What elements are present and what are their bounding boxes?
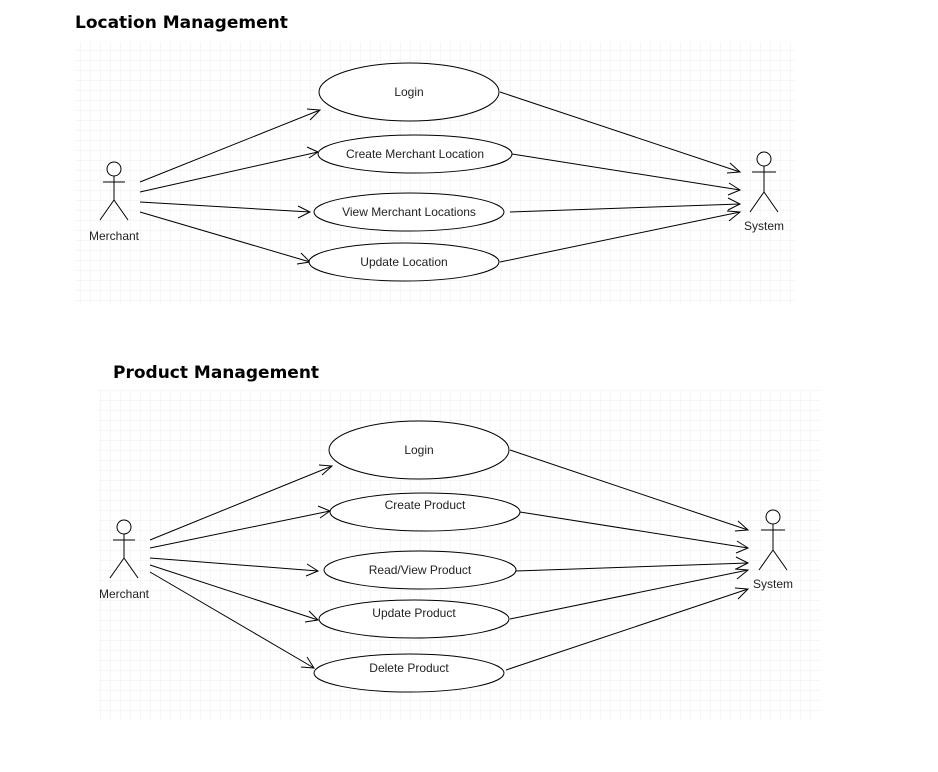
arrowhead — [306, 108, 322, 121]
association-delete-product-system — [505, 588, 749, 671]
association-view-locations-system — [509, 203, 741, 213]
use-case-login — [318, 62, 500, 122]
association-merchant-create-product — [149, 510, 331, 549]
arrowhead — [727, 182, 742, 196]
location-management-diagram: Login Create Merchant Location View Merc… — [75, 42, 795, 304]
arrowhead — [734, 587, 750, 600]
association-merchant-update-location — [139, 211, 311, 263]
arrowhead — [318, 464, 334, 476]
association-merchant-login — [149, 465, 333, 541]
association-merchant-update-product — [149, 564, 319, 621]
system-actor-label: System — [744, 219, 784, 233]
association-login-system — [499, 91, 741, 173]
merchant-actor-label: Merchant — [89, 229, 140, 243]
arrowhead — [735, 556, 750, 570]
association-read-product-system — [515, 562, 749, 572]
system-actor-label: System — [753, 577, 793, 591]
use-case-label: Create Merchant Location — [346, 147, 484, 161]
merchant-actor-label: Merchant — [99, 587, 150, 601]
use-case-read-view-product — [323, 550, 517, 590]
use-case-delete-product — [313, 653, 505, 693]
use-case-update-location — [308, 242, 500, 282]
association-merchant-read-product — [149, 557, 319, 572]
use-case-label: Delete Product — [369, 661, 449, 675]
association-merchant-create-location — [139, 151, 319, 193]
arrowhead — [726, 210, 742, 222]
product-management-diagram: Login Create Product Read/View Product U… — [98, 390, 820, 720]
use-case-label: View Merchant Locations — [342, 205, 476, 219]
merchant-actor-icon — [109, 519, 139, 579]
product-management-title: Product Management — [113, 363, 320, 383]
arrowhead — [734, 520, 750, 532]
use-case-label: Read/View Product — [369, 563, 472, 577]
use-case-label: Login — [394, 85, 423, 99]
arrowhead — [726, 162, 742, 174]
arrowhead — [297, 205, 312, 219]
association-create-product-system — [519, 511, 749, 549]
association-create-location-system — [511, 153, 741, 191]
system-actor-icon — [758, 509, 788, 571]
use-case-login — [328, 420, 510, 480]
use-case-label: Create Product — [385, 498, 466, 512]
arrowhead — [735, 540, 750, 554]
arrowhead — [734, 568, 750, 580]
association-update-location-system — [499, 211, 741, 263]
arrowhead — [300, 656, 315, 669]
arrowhead — [727, 197, 742, 211]
system-actor-icon — [749, 151, 779, 213]
association-update-product-system — [509, 569, 749, 620]
merchant-actor-icon — [99, 161, 129, 221]
association-merchant-view-locations — [139, 201, 311, 213]
use-case-view-merchant-locations — [313, 192, 505, 232]
association-login-system — [509, 449, 749, 531]
location-management-title: Location Management — [75, 13, 288, 33]
use-case-create-merchant-location — [317, 134, 513, 174]
use-case-label: Update Location — [360, 255, 447, 269]
arrowhead — [305, 563, 320, 577]
association-merchant-login — [139, 109, 321, 183]
arrowhead — [304, 610, 320, 623]
association-merchant-delete-product — [149, 571, 315, 669]
use-case-update-product — [318, 599, 510, 639]
use-case-label: Login — [404, 443, 433, 457]
use-case-label: Update Product — [372, 606, 456, 620]
use-case-create-product — [329, 492, 521, 532]
